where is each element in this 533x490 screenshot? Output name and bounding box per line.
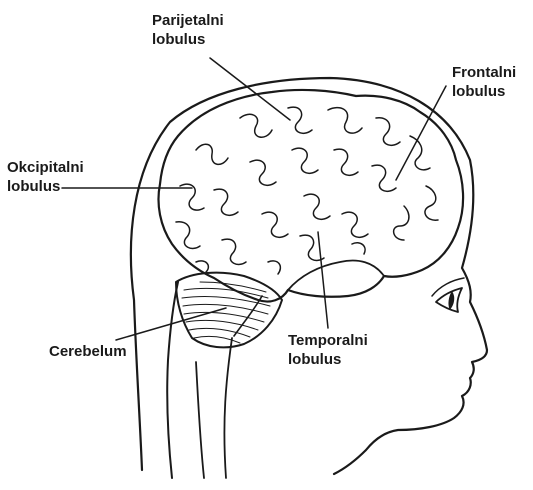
label-cerebellum-line1: Cerebelum [49, 342, 127, 361]
temporal-lobe-edge [288, 261, 384, 290]
label-parietal-lobe: Parijetalni lobulus [152, 11, 224, 49]
brain-outline [159, 90, 464, 302]
neck-back [167, 282, 178, 478]
label-frontal-line1: Frontalni [452, 63, 516, 82]
label-cerebellum: Cerebelum [49, 342, 127, 361]
label-temporal-lobe: Temporalni lobulus [288, 331, 368, 369]
brainstem-line [224, 338, 232, 478]
head-outline [131, 78, 487, 474]
label-occipital-lobe: Okcipitalni lobulus [7, 158, 84, 196]
label-parietal-line1: Parijetalni [152, 11, 224, 30]
eye-iris [449, 292, 454, 309]
cerebellum-folia [182, 282, 270, 343]
brain-gyri [176, 107, 438, 274]
label-temporal-line1: Temporalni [288, 331, 368, 350]
label-parietal-line2: lobulus [152, 30, 224, 49]
label-temporal-line2: lobulus [288, 350, 368, 369]
leader-temporal [318, 232, 328, 328]
label-frontal-line2: lobulus [452, 82, 516, 101]
label-frontal-lobe: Frontalni lobulus [452, 63, 516, 101]
label-occipital-line2: lobulus [7, 177, 84, 196]
leader-frontal [396, 86, 446, 180]
leader-parietal [210, 58, 290, 120]
spinal-cord-line [196, 362, 204, 478]
label-occipital-line1: Okcipitalni [7, 158, 84, 177]
